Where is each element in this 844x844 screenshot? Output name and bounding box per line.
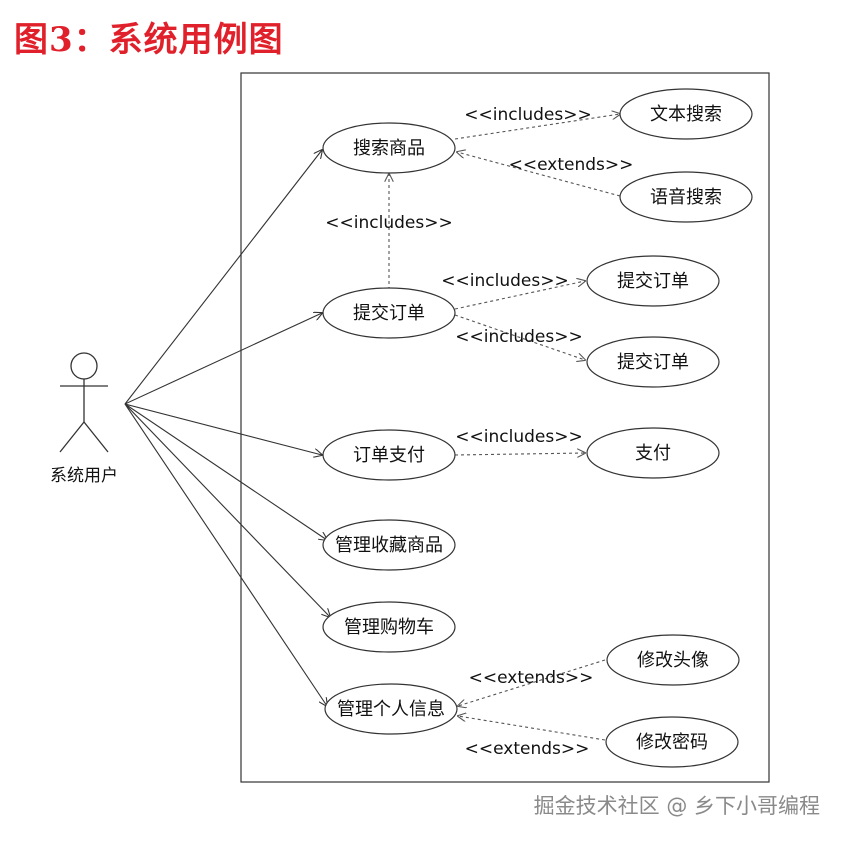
watermark: 掘金技术社区 @ 乡下小哥编程 — [533, 794, 820, 818]
usecase-search-label: 搜索商品 — [353, 138, 425, 159]
dep-avatar — [458, 659, 606, 706]
usecase-pay-label: 支付 — [635, 443, 671, 464]
assoc-submit-order — [124, 313, 322, 405]
usecase-text-search-label: 文本搜索 — [650, 104, 722, 125]
usecase-submit-order-a: 提交订单 — [586, 255, 720, 307]
usecase-manage-profile: 管理个人信息 — [324, 683, 458, 735]
label-order-search: <<includes>> — [325, 213, 452, 233]
usecase-pay: 支付 — [586, 427, 720, 479]
dep-voice-search — [457, 152, 621, 197]
assoc-favorites — [124, 403, 327, 540]
usecase-pay-order: 订单支付 — [322, 429, 456, 481]
label-pay: <<includes>> — [455, 427, 582, 447]
label-password: <<extends>> — [465, 739, 590, 759]
relation-labels: <<includes>> <<extends>> <<includes>> <<… — [325, 105, 633, 759]
usecase-text-search: 文本搜索 — [619, 88, 753, 140]
label-order-a: <<includes>> — [441, 271, 568, 291]
actor-head — [70, 352, 98, 380]
actor-left-leg — [59, 421, 85, 453]
label-voice-search: <<extends>> — [509, 155, 634, 175]
usecase-submit-order-b-label: 提交订单 — [617, 352, 689, 373]
assoc-profile — [124, 403, 327, 706]
usecase-submit-order-b: 提交订单 — [586, 336, 720, 388]
usecase-manage-favorites: 管理收藏商品 — [322, 519, 456, 571]
assoc-search — [124, 150, 322, 405]
assoc-pay-order — [124, 403, 322, 455]
usecase-manage-cart: 管理购物车 — [322, 601, 456, 653]
label-search-text: <<includes>> — [464, 105, 591, 125]
dependencies — [389, 114, 621, 741]
usecase-manage-profile-label: 管理个人信息 — [337, 699, 445, 720]
usecase-voice-search: 语音搜索 — [619, 171, 753, 223]
dep-order-b — [454, 314, 585, 360]
system-boundary — [240, 72, 770, 783]
usecase-submit-order: 提交订单 — [322, 287, 456, 339]
actor-system-user: 系统用户 — [50, 352, 118, 486]
usecase-search: 搜索商品 — [322, 122, 456, 174]
actor-label: 系统用户 — [50, 466, 118, 486]
use-cases: 搜索商品 文本搜索 语音搜索 提交订单 提交订单 提交订单 — [322, 88, 753, 768]
dep-pay — [454, 453, 585, 455]
figure-title: 图3：系统用例图 — [14, 20, 284, 60]
usecase-edit-avatar: 修改头像 — [606, 634, 740, 686]
label-avatar: <<extends>> — [469, 668, 594, 688]
usecase-pay-order-label: 订单支付 — [353, 445, 425, 466]
usecase-submit-order-label: 提交订单 — [353, 303, 425, 324]
actor-right-leg — [83, 421, 109, 453]
usecase-manage-favorites-label: 管理收藏商品 — [335, 535, 443, 556]
usecase-edit-avatar-label: 修改头像 — [637, 650, 709, 671]
usecase-manage-cart-label: 管理购物车 — [344, 617, 434, 638]
usecase-submit-order-a-label: 提交订单 — [617, 271, 689, 292]
dep-order-a — [454, 281, 585, 310]
usecase-edit-password-label: 修改密码 — [636, 732, 708, 753]
associations — [124, 150, 330, 706]
usecase-voice-search-label: 语音搜索 — [650, 187, 722, 208]
dep-password — [458, 716, 606, 741]
dep-search-text — [454, 114, 620, 140]
label-order-b: <<includes>> — [455, 327, 582, 347]
usecase-edit-password: 修改密码 — [605, 716, 739, 768]
assoc-cart — [124, 403, 330, 617]
